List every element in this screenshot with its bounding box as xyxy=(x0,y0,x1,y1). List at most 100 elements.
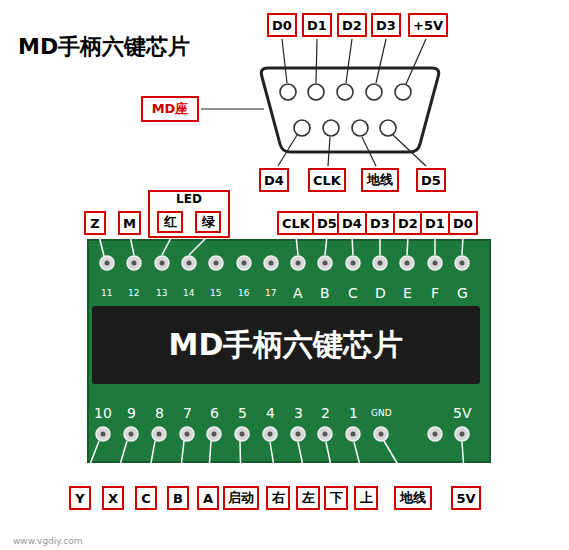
leader-lines xyxy=(201,39,426,166)
silkscreen-pin-number: 1 xyxy=(349,405,358,421)
silkscreen-pin-number: 12 xyxy=(128,288,139,298)
pin-name: D1 xyxy=(307,18,327,33)
pin-label-box: D4 xyxy=(259,168,289,192)
title: MD手柄六键芯片 xyxy=(18,32,190,62)
pin-label-box: D3 xyxy=(365,211,395,235)
pin-label-box: A xyxy=(197,486,219,510)
pin-name: B xyxy=(173,491,183,506)
pin-name: +5V xyxy=(413,18,443,33)
pin-name: M xyxy=(123,216,136,231)
silkscreen-pin-number: 10 xyxy=(94,405,112,421)
pin-label-box: MD座 xyxy=(141,96,199,122)
pin-label-box: 下 xyxy=(324,486,348,510)
db9-pins xyxy=(280,84,411,136)
pin-label-box: 绿 xyxy=(195,211,221,233)
pin-name: 5V xyxy=(456,491,475,506)
pin-name: 左 xyxy=(302,489,315,507)
pin-name: D4 xyxy=(264,173,284,188)
pin-name: Z xyxy=(90,216,99,231)
pin-label-box: 地线 xyxy=(361,168,399,192)
pin-name: D5 xyxy=(317,216,337,231)
pin-label-box: Z xyxy=(84,211,106,235)
silkscreen-pin-number: E xyxy=(403,285,412,301)
pin-label-box: D5 xyxy=(416,168,446,192)
pin-name: 地线 xyxy=(367,171,393,189)
pin-name: A xyxy=(203,491,213,506)
silkscreen-pin-number: 13 xyxy=(156,288,167,298)
pin-label-box: D3 xyxy=(371,13,401,37)
pcb-board xyxy=(88,240,490,462)
silkscreen-pin-number: 5V xyxy=(453,405,471,421)
silkscreen-pin-number: 15 xyxy=(210,288,221,298)
pin-label-box: 右 xyxy=(266,486,290,510)
pin-name: 红 xyxy=(164,213,177,231)
pin-name: 启动 xyxy=(228,489,254,507)
silkscreen-pin-number: 11 xyxy=(101,288,112,298)
silkscreen-pin-number: 9 xyxy=(127,405,136,421)
db9-shell xyxy=(261,68,439,152)
pin-label-box: 左 xyxy=(296,486,320,510)
ic-chip: MD手柄六键芯片 xyxy=(92,306,480,384)
pin-name: 上 xyxy=(360,489,373,507)
silkscreen-pin-number: 7 xyxy=(183,405,192,421)
pin-label-box: D4 xyxy=(337,211,367,235)
pin-label-box: 启动 xyxy=(223,486,259,510)
pin-name: D0 xyxy=(272,18,292,33)
pin-name: 下 xyxy=(330,489,343,507)
pin-name: D0 xyxy=(453,216,473,231)
silkscreen-pin-number: B xyxy=(320,285,330,301)
pin-label-box: D2 xyxy=(337,13,367,37)
pin-name: CLK xyxy=(313,173,341,188)
pin-label-box: Y xyxy=(69,486,91,510)
pin-label-box: D2 xyxy=(393,211,423,235)
pin-label-box: 地线 xyxy=(394,486,432,510)
pin-name: C xyxy=(141,491,151,506)
pin-label-box: D0 xyxy=(448,211,478,235)
pin-name: LED xyxy=(176,192,202,206)
pin-name: 绿 xyxy=(202,213,215,231)
pin-label-box: D1 xyxy=(302,13,332,37)
pin-label-box: CLK xyxy=(308,168,346,192)
pin-name: D4 xyxy=(342,216,362,231)
pin-label-box: 5V xyxy=(451,486,481,510)
chip-marking: MD手柄六键芯片 xyxy=(169,325,404,366)
pin-name: D3 xyxy=(370,216,390,231)
silkscreen-pin-number: 3 xyxy=(294,405,303,421)
silkscreen-pin-number: F xyxy=(431,285,439,301)
pin-name: MD座 xyxy=(152,100,189,118)
silkscreen-pin-number: 8 xyxy=(155,405,164,421)
pin-label-box: CLK xyxy=(277,211,315,235)
pin-name: 右 xyxy=(272,489,285,507)
pcb-edge xyxy=(88,240,490,462)
pin-label-box: D0 xyxy=(267,13,297,37)
pin-label-box: 红 xyxy=(157,211,183,233)
led-group-box: LED 红 绿 xyxy=(148,190,230,238)
silkscreen-pin-number: 14 xyxy=(183,288,194,298)
pin-name: D2 xyxy=(398,216,418,231)
silkscreen-pin-number: GND xyxy=(371,408,392,418)
silkscreen-pin-number: 4 xyxy=(266,405,275,421)
pin-name: D2 xyxy=(342,18,362,33)
pin-label-box: X xyxy=(102,486,124,510)
pin-label-box: B xyxy=(167,486,189,510)
pin-label-box: M xyxy=(118,211,141,235)
pin-label-box: D1 xyxy=(420,211,450,235)
pin-name: D5 xyxy=(421,173,441,188)
pin-label-box: C xyxy=(135,486,157,510)
silkscreen-pin-number: 2 xyxy=(321,405,330,421)
silkscreen-pin-number: C xyxy=(348,285,358,301)
pin-name: X xyxy=(108,491,118,506)
pin-label-box: 上 xyxy=(354,486,378,510)
watermark: www.vgdiy.com xyxy=(13,536,83,546)
silkscreen-pin-number: 16 xyxy=(238,288,249,298)
pin-name: CLK xyxy=(282,216,310,231)
pin-name: D3 xyxy=(376,18,396,33)
silkscreen-pin-number: D xyxy=(375,285,386,301)
silkscreen-pin-number: 6 xyxy=(210,405,219,421)
silkscreen-pin-number: A xyxy=(293,285,303,301)
pin-name: Y xyxy=(75,491,84,506)
silkscreen-pin-number: 17 xyxy=(265,288,276,298)
silkscreen-pin-number: G xyxy=(457,285,468,301)
pin-label-box: +5V xyxy=(408,13,448,37)
